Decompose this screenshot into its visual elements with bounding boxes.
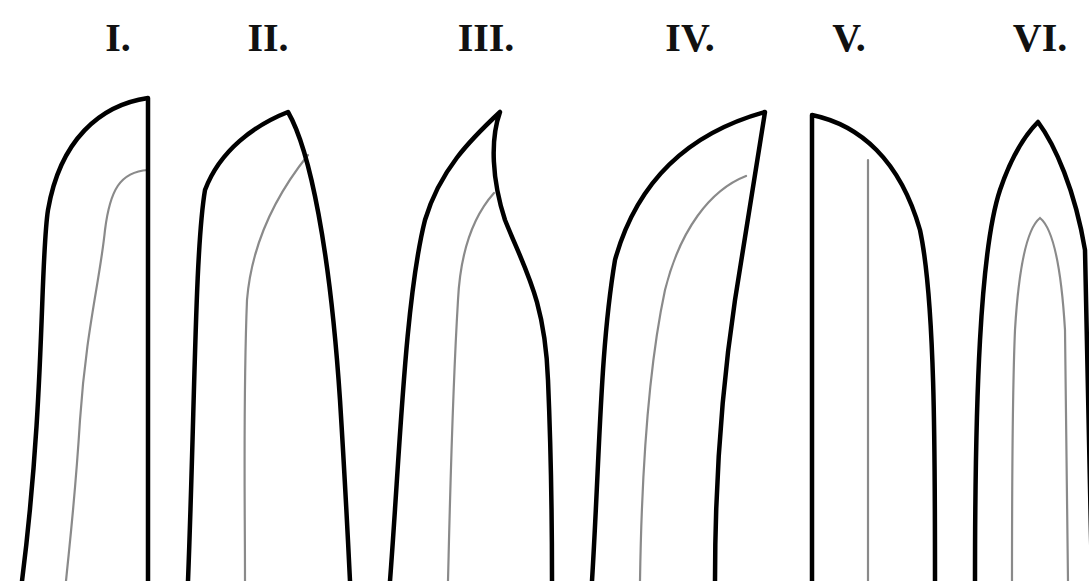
edge-grind-line (640, 176, 746, 581)
roman-numeral-label: VI. (1013, 18, 1067, 58)
blade-outline (188, 112, 350, 581)
edge-grind-line (448, 193, 494, 581)
roman-numeral-label: IV. (665, 18, 714, 58)
edge-grind-line (245, 155, 309, 581)
roman-numeral-label: V. (832, 18, 866, 58)
roman-numeral-label: II. (247, 18, 288, 58)
blade-outline (390, 112, 552, 581)
blade-outline (22, 98, 148, 581)
edge-grind-line (66, 170, 148, 581)
blade-outline (592, 112, 765, 581)
roman-numeral-label: I. (105, 18, 131, 58)
edge-grind-line (1012, 218, 1068, 581)
blade-outline (975, 122, 1089, 581)
roman-numeral-label: III. (458, 18, 515, 58)
edge-grind-line (867, 160, 869, 581)
blade-outline (812, 115, 935, 581)
